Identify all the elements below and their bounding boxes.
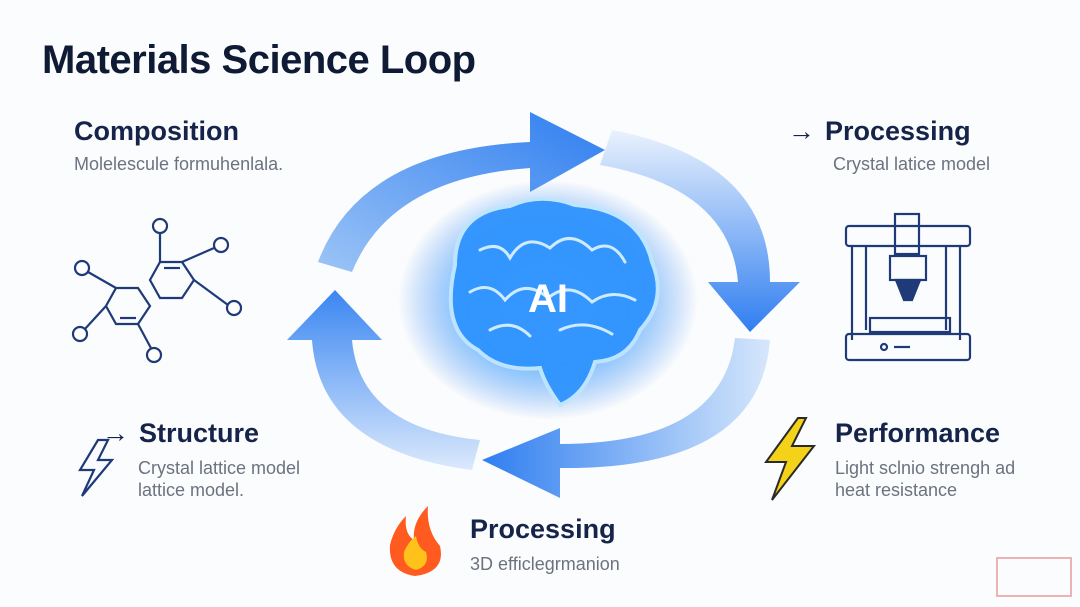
brain-label: AI: [528, 277, 568, 321]
cycle-arrows: [287, 112, 800, 498]
lightning-bolt-icon: [764, 417, 817, 501]
performance-line2: heat resistance: [835, 480, 958, 500]
composition-title: Composition: [74, 116, 239, 146]
printer-3d-icon: [844, 212, 972, 362]
structure-title: Structure: [139, 418, 260, 448]
processing-bottom-subtitle: 3D efficlegrmanion: [470, 554, 620, 574]
structure-line1: Crystal lattice model: [138, 458, 301, 478]
processing-top-arrow-icon: →: [788, 116, 815, 146]
processing-top-block: → Processing Crystal latice model: [788, 116, 990, 175]
arrow-top: [318, 112, 605, 272]
processing-bottom-block: Processing 3D efficlegrmanion: [470, 514, 620, 575]
processing-bottom-title: Processing: [470, 514, 616, 544]
watermark-stamp: [996, 557, 1072, 597]
brain-icon: AI: [398, 180, 698, 420]
performance-block: Performance Light sclnio strengh ad heat…: [835, 418, 1015, 501]
lightning-outline-icon: [78, 438, 115, 497]
composition-subtitle: Molelescule formuhenlala.: [74, 154, 284, 174]
processing-top-subtitle: Crystal latice model: [833, 154, 991, 174]
arrow-right: [600, 130, 800, 332]
page-title: Materials Science Loop: [42, 38, 476, 82]
performance-line1: Light sclnio strengh ad: [835, 458, 1016, 478]
structure-block: →Structure Crystal lattice model lattice…: [102, 418, 300, 501]
composition-block: Composition Molelescule formuhenlala.: [74, 116, 283, 175]
molecule-icon: [71, 217, 243, 364]
performance-title: Performance: [835, 418, 1001, 448]
processing-top-title: Processing: [825, 116, 971, 146]
arrow-bottom: [482, 338, 770, 498]
structure-line2: lattice model.: [138, 480, 245, 500]
fire-icon: [389, 506, 441, 576]
arrow-left: [287, 290, 480, 470]
